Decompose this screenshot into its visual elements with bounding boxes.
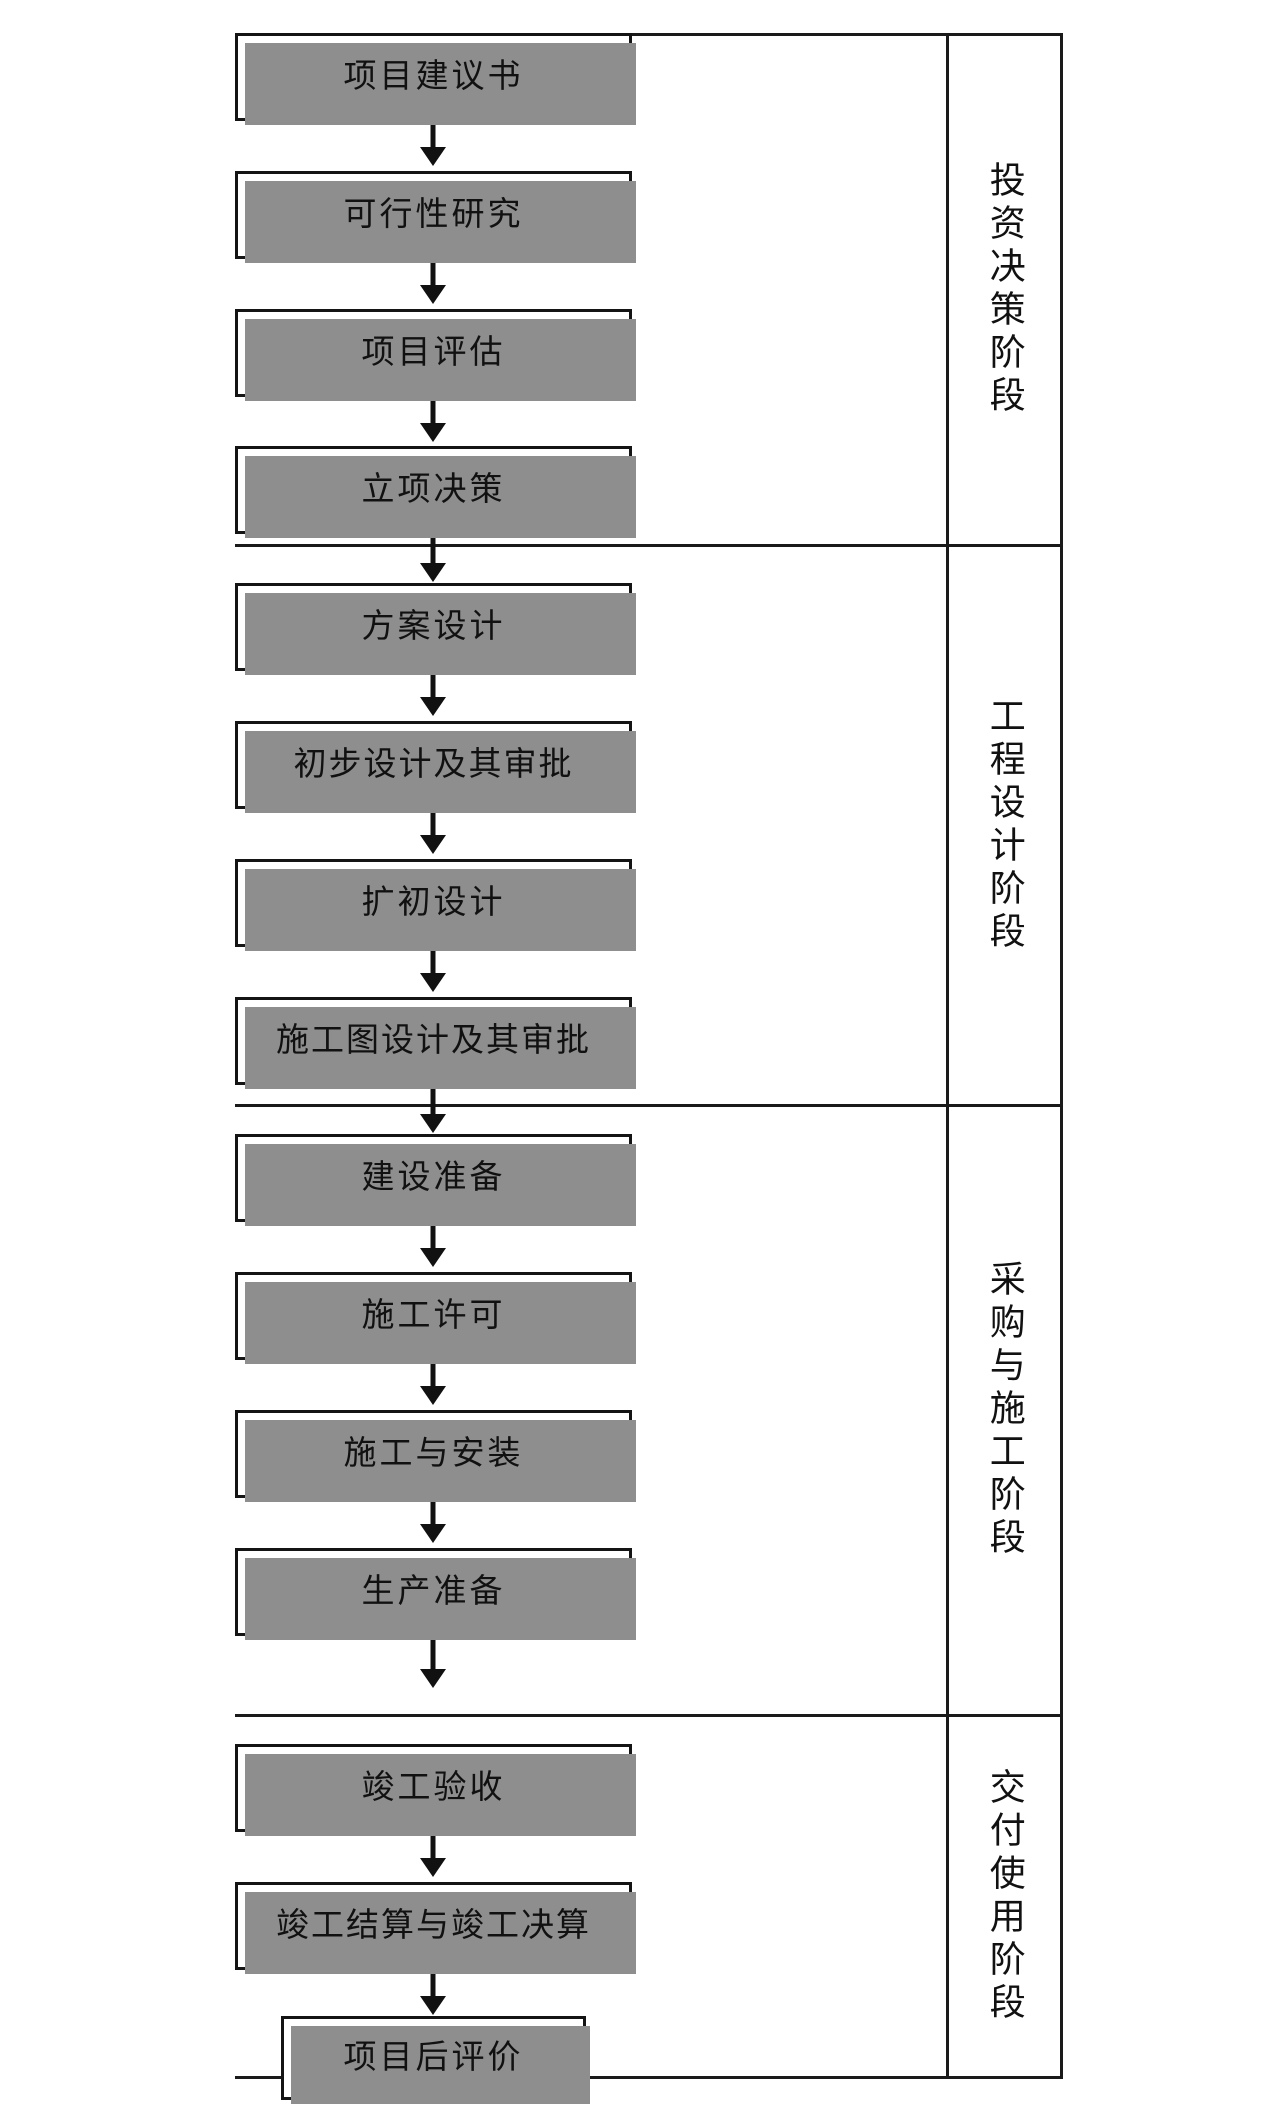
edge-arrow-9: [418, 1222, 448, 1267]
phase-column-divider: [946, 33, 949, 2079]
node-project-appraisal[interactable]: 项目评估: [235, 309, 636, 401]
edge-arrow-8: [418, 1085, 448, 1133]
node-construction-drawing-design-approval[interactable]: 施工图设计及其审批: [235, 997, 636, 1089]
frame-bottom-line: [235, 2076, 1063, 2079]
edge-arrow-5: [418, 671, 448, 716]
node-construction-preparation[interactable]: 建设准备: [235, 1134, 636, 1226]
phase-label-3: 采购与施工阶段: [984, 1260, 1025, 1561]
phase-label-1: 投资决策阶段: [984, 161, 1025, 419]
phase-label-2: 工程设计阶段: [984, 696, 1025, 955]
edge-arrow-4: [418, 534, 448, 582]
node-label: 初步设计及其审批: [293, 746, 574, 783]
node-label: 竣工验收: [361, 1769, 506, 1806]
node-construction-and-installation[interactable]: 施工与安装: [235, 1410, 636, 1502]
node-production-preparation[interactable]: 生产准备: [235, 1548, 636, 1640]
node-label: 施工与安装: [343, 1435, 524, 1472]
node-label: 立项决策: [361, 471, 506, 508]
phase-band-investment-decision: 投资决策阶段: [949, 36, 1060, 544]
node-label: 竣工结算与竣工决算: [276, 1907, 591, 1944]
node-label: 可行性研究: [343, 196, 524, 233]
edge-arrow-13: [418, 1832, 448, 1877]
node-label: 建设准备: [361, 1159, 506, 1196]
edge-arrow-7: [418, 947, 448, 992]
edge-arrow-2: [418, 259, 448, 304]
frame-right-edge: [1060, 33, 1063, 2079]
node-completion-acceptance[interactable]: 竣工验收: [235, 1744, 636, 1836]
node-label: 生产准备: [361, 1573, 506, 1610]
edge-arrow-3: [418, 397, 448, 442]
node-label: 施工许可: [361, 1297, 506, 1334]
node-extended-preliminary-design[interactable]: 扩初设计: [235, 859, 636, 951]
node-final-settlement-and-final-accounts[interactable]: 竣工结算与竣工决算: [235, 1882, 636, 1974]
phase-divider-3: [235, 1714, 1063, 1717]
node-preliminary-design-approval[interactable]: 初步设计及其审批: [235, 721, 636, 813]
edge-arrow-6: [418, 809, 448, 854]
phase-label-4: 交付使用阶段: [984, 1767, 1025, 2026]
phase-band-engineering-design: 工程设计阶段: [949, 547, 1060, 1104]
node-post-project-evaluation[interactable]: 项目后评价: [281, 2016, 590, 2104]
edge-arrow-1: [418, 121, 448, 166]
edge-arrow-12: [418, 1636, 448, 1688]
edge-arrow-11: [418, 1498, 448, 1543]
node-label: 项目建议书: [343, 58, 524, 95]
node-scheme-design[interactable]: 方案设计: [235, 583, 636, 675]
node-label: 项目评估: [361, 334, 506, 371]
phase-divider-2: [235, 1104, 1063, 1107]
node-feasibility-study[interactable]: 可行性研究: [235, 171, 636, 263]
edge-arrow-14: [418, 1970, 448, 2015]
phase-band-procurement-construction: 采购与施工阶段: [949, 1107, 1060, 1714]
phase-divider-1: [235, 544, 1063, 547]
node-label: 扩初设计: [361, 884, 506, 921]
node-label: 施工图设计及其审批: [276, 1022, 591, 1059]
node-project-initiation-decision[interactable]: 立项决策: [235, 446, 636, 538]
frame-top-line: [235, 33, 1063, 36]
node-project-proposal[interactable]: 项目建议书: [235, 33, 636, 125]
node-construction-permit[interactable]: 施工许可: [235, 1272, 636, 1364]
phase-band-delivery-use: 交付使用阶段: [949, 1717, 1060, 2076]
node-label: 方案设计: [361, 608, 506, 645]
node-label: 项目后评价: [343, 2039, 524, 2076]
edge-arrow-10: [418, 1360, 448, 1405]
